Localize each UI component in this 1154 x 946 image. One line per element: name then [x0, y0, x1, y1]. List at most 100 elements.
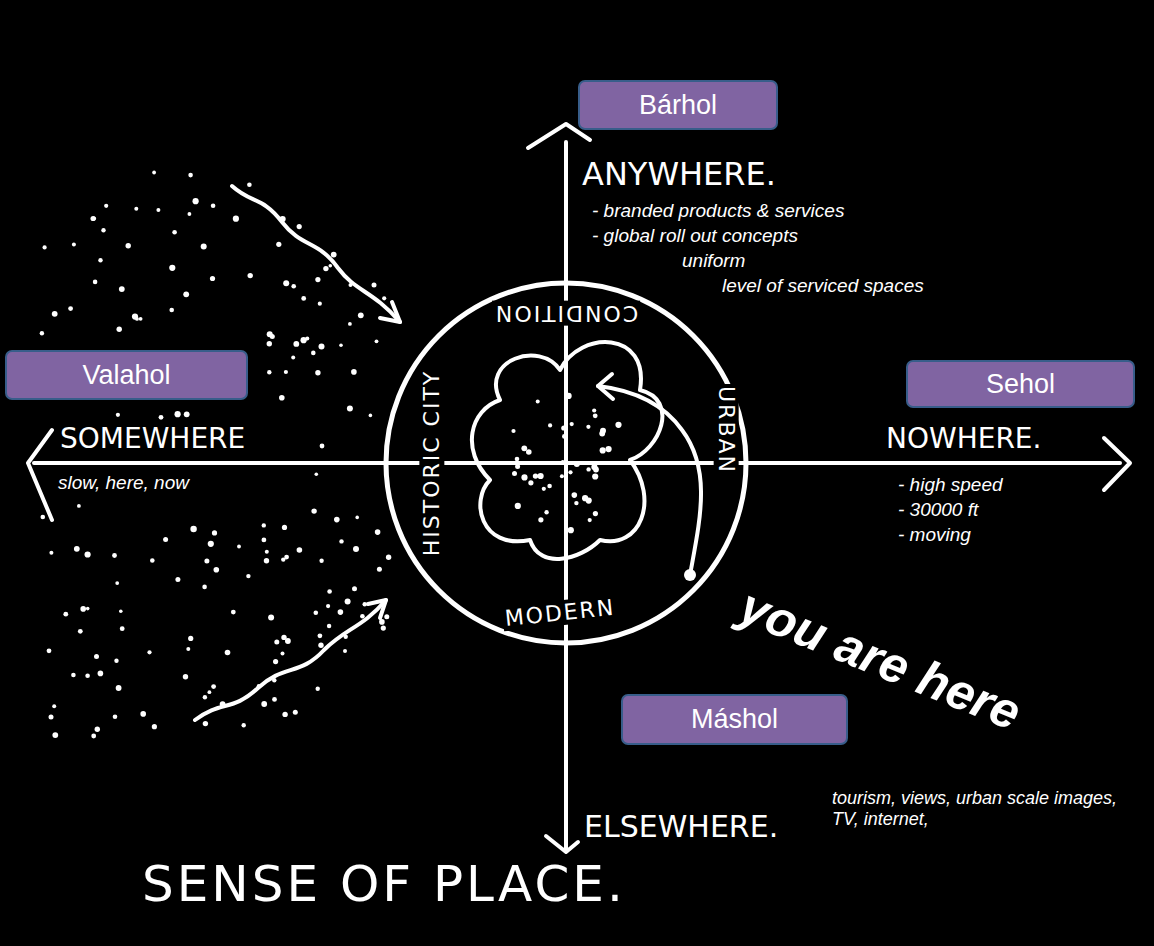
box-label: Valahol: [82, 360, 170, 391]
dot: [600, 447, 606, 453]
core-blob: [472, 342, 663, 559]
wavy-line: [232, 186, 400, 322]
dot: [279, 395, 285, 401]
dot: [511, 429, 515, 433]
dot: [343, 649, 347, 653]
dot: [265, 550, 269, 554]
dot: [320, 444, 325, 449]
dot: [297, 224, 302, 229]
dot: [331, 252, 337, 258]
note: uniform: [680, 250, 747, 272]
note: tourism, views, urban scale images, TV, …: [830, 788, 1134, 829]
note: level of serviced spaces: [720, 275, 926, 297]
dot: [329, 264, 333, 268]
dot: [375, 529, 381, 535]
note: slow, here, now: [56, 472, 191, 494]
dot: [264, 558, 269, 563]
ring-text: CONDITION: [492, 300, 640, 325]
dot: [338, 609, 344, 615]
dot: [93, 280, 98, 285]
dot: [533, 473, 538, 478]
arrow-head: [598, 374, 613, 399]
dot: [386, 555, 391, 560]
dot: [152, 724, 157, 729]
dot: [163, 537, 168, 542]
dot: [347, 406, 353, 412]
note: - moving: [896, 524, 973, 546]
dot: [91, 216, 96, 221]
dot: [305, 337, 309, 341]
dot: [190, 526, 196, 532]
note: - branded products & services: [590, 200, 846, 222]
you-are-here-arrow: [598, 386, 701, 575]
note: - 30000 ft: [896, 499, 980, 521]
label-box: Máshol: [621, 694, 848, 745]
dot: [63, 612, 68, 617]
dot: [120, 626, 125, 631]
dot: [334, 517, 340, 523]
dot: [282, 525, 287, 530]
dot: [326, 604, 330, 608]
dot: [186, 647, 190, 651]
dot: [139, 317, 143, 321]
axis-heading: ELSEWHERE.: [582, 810, 780, 845]
dot: [262, 523, 266, 527]
dot: [360, 614, 365, 619]
dot: [353, 546, 359, 552]
box-label: Bárhol: [639, 90, 717, 121]
dot: [572, 492, 578, 498]
dot: [606, 446, 612, 452]
dot: [49, 551, 53, 555]
label-box: Sehol: [906, 360, 1135, 408]
dot: [156, 208, 160, 212]
dot: [203, 695, 207, 699]
dot: [74, 546, 80, 552]
dot: [272, 678, 276, 682]
dot: [319, 559, 323, 563]
dot: [291, 284, 296, 289]
axis-heading: ANYWHERE.: [580, 156, 778, 193]
dot: [538, 473, 544, 479]
dot: [281, 635, 286, 640]
dot: [272, 697, 277, 702]
dot: [71, 673, 76, 678]
dot: [262, 538, 267, 543]
dot: [147, 650, 151, 654]
dot: [201, 243, 207, 249]
dot: [355, 516, 359, 520]
dot: [116, 685, 122, 691]
dot: [570, 422, 574, 426]
dot: [52, 732, 58, 738]
dot: [237, 545, 241, 549]
dot: [588, 518, 592, 522]
dot: [586, 425, 590, 429]
box-label: Sehol: [986, 369, 1055, 400]
ring-text: MODERN: [502, 594, 619, 631]
left-chevron: [28, 430, 52, 520]
dot: [582, 495, 588, 501]
vertical-axis: [564, 142, 568, 850]
dot: [363, 602, 367, 606]
dot: [115, 581, 119, 585]
dot: [284, 555, 289, 560]
dot: [49, 714, 54, 719]
dot: [281, 652, 285, 656]
dot: [231, 610, 236, 615]
dot: [114, 659, 118, 663]
dot: [202, 585, 207, 590]
dot: [521, 445, 527, 451]
dot: [344, 635, 348, 639]
dot: [315, 277, 320, 282]
dot: [318, 302, 322, 306]
dot: [382, 296, 386, 300]
dot: [233, 216, 239, 222]
dot: [358, 312, 364, 318]
dot: [283, 280, 289, 286]
dot: [210, 276, 215, 281]
dot: [327, 624, 331, 628]
dot: [208, 541, 214, 547]
dot: [544, 510, 548, 514]
dot: [526, 449, 532, 455]
dot: [348, 322, 352, 326]
dot: [280, 216, 286, 222]
